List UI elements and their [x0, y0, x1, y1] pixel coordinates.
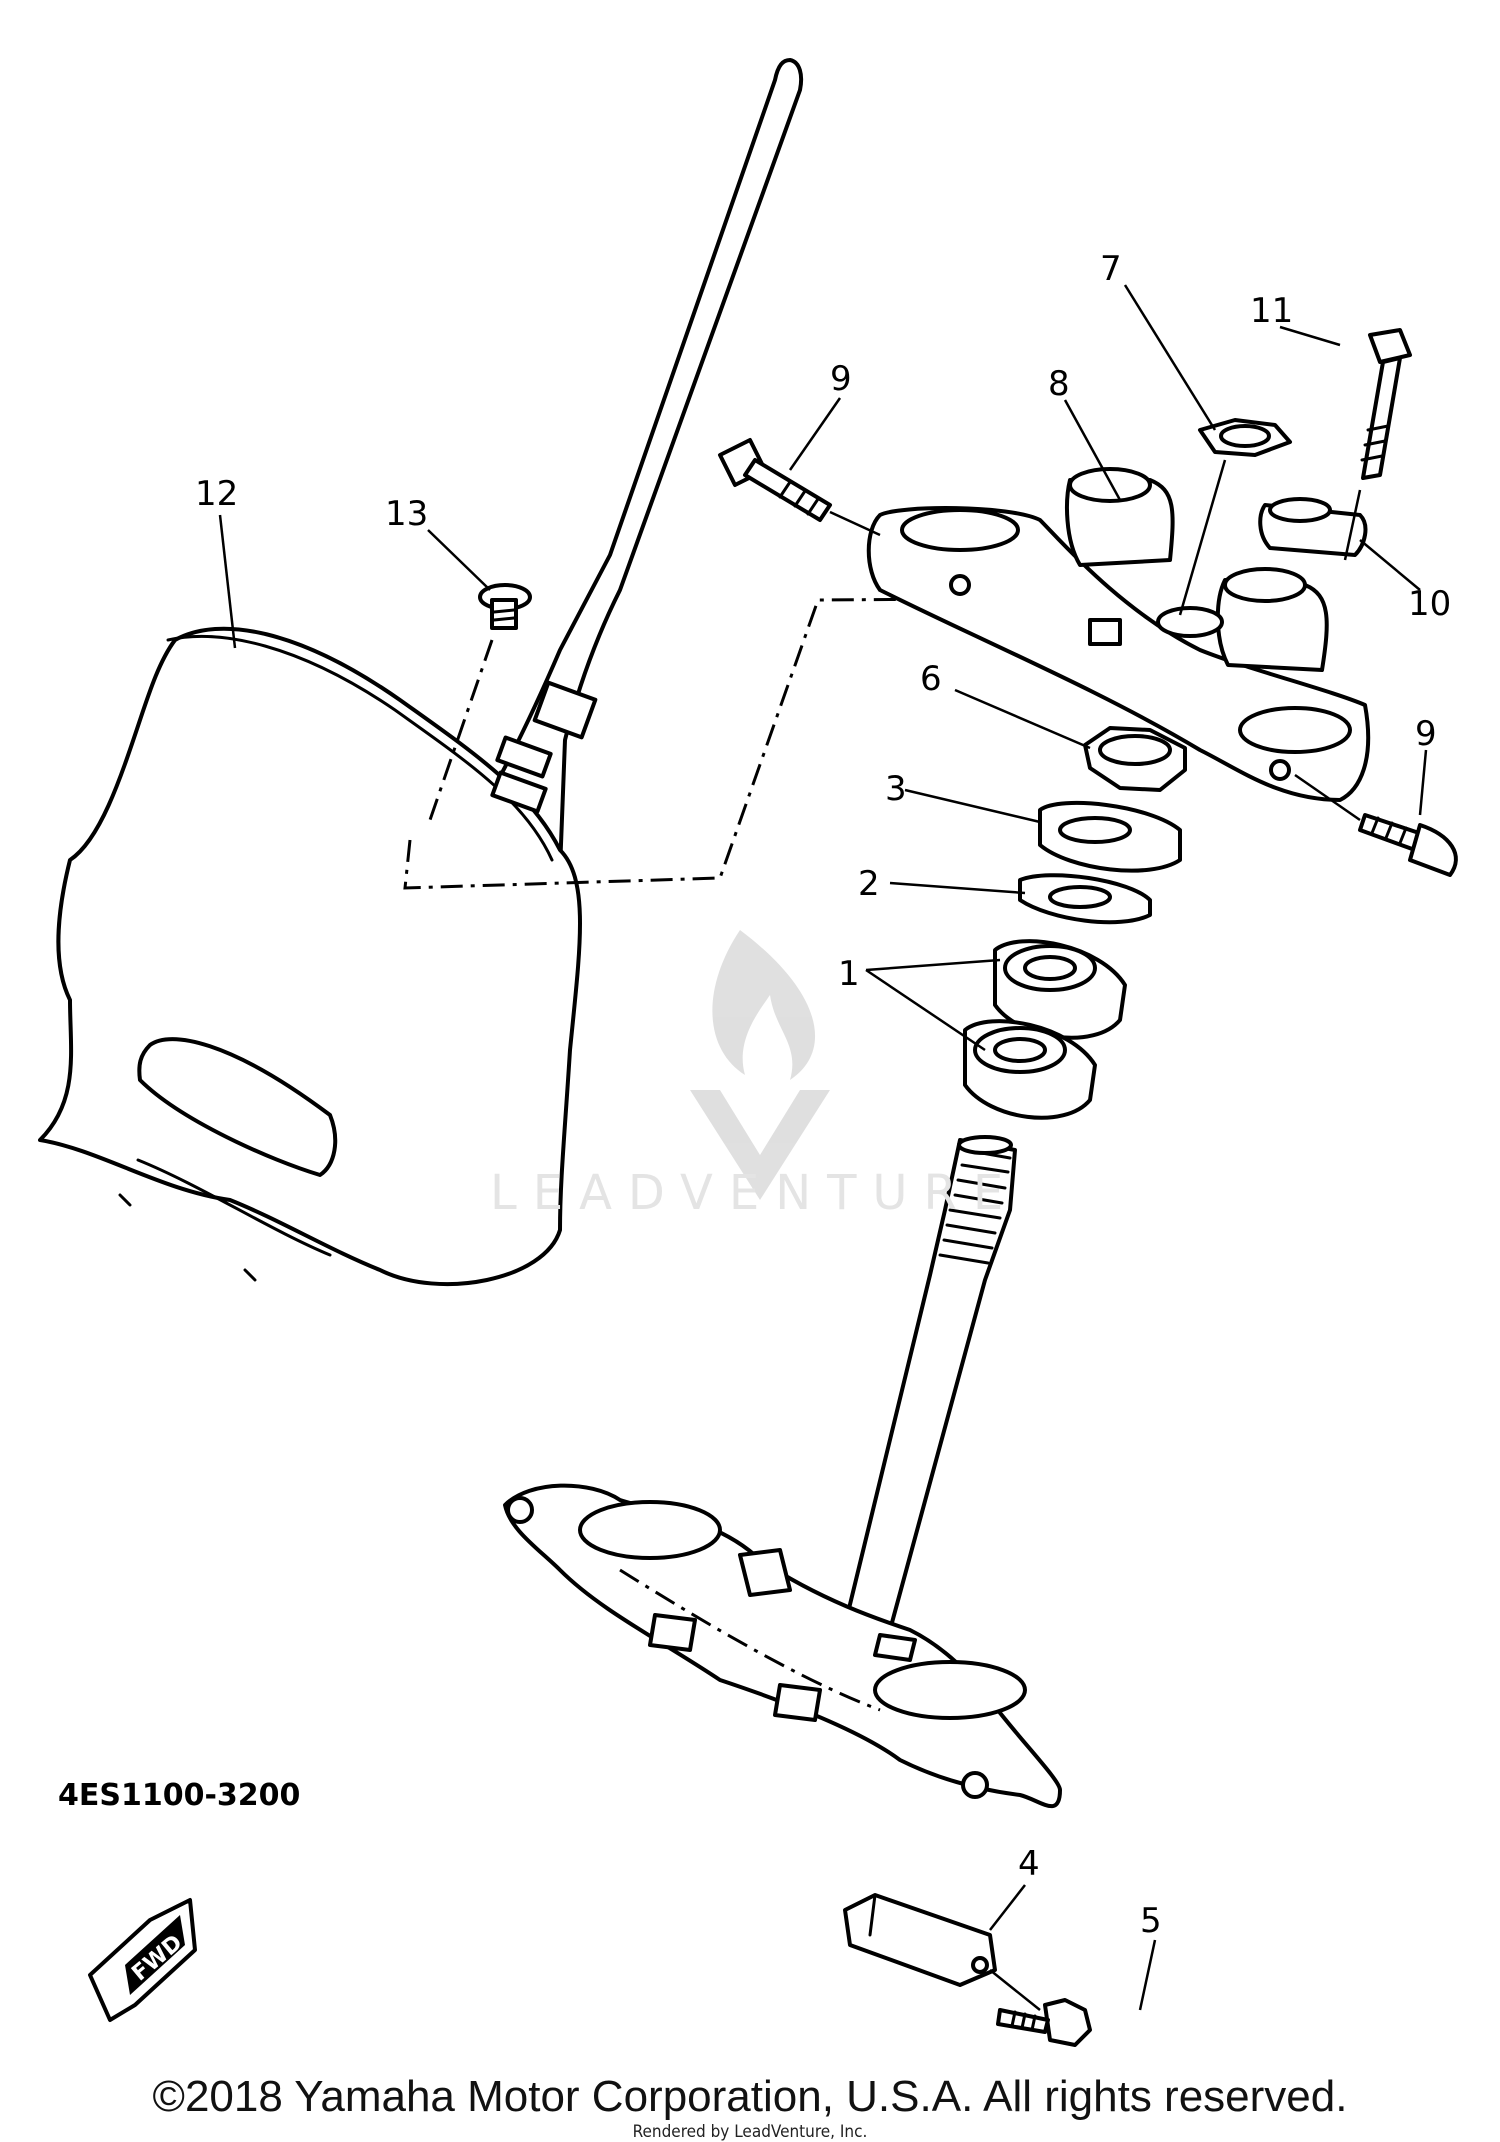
callout-5: 5	[1140, 1901, 1162, 1941]
callout-4: 4	[1018, 1844, 1040, 1884]
clamp-cap-10	[1258, 497, 1368, 557]
assembly-leader-plate	[403, 596, 1106, 890]
watermark-text: LEADVENTURE	[490, 1165, 1020, 1221]
callout-9-right: 9	[1415, 714, 1437, 754]
assembly-leader-bolt13	[428, 639, 494, 821]
watermark-logo	[690, 930, 830, 1200]
copyright-notice: ©2018 Yamaha Motor Corporation, U.S.A. A…	[152, 2072, 1348, 2121]
seal-2	[1018, 873, 1152, 925]
nut-7	[1178, 418, 1292, 616]
cable-guide-4	[843, 1893, 997, 1987]
callout-11: 11	[1250, 291, 1293, 331]
upper-triple-clamp	[866, 467, 1371, 802]
fwd-arrow-icon: FWD	[88, 1898, 197, 2022]
callout-7: 7	[1100, 249, 1122, 289]
rendered-by-credit: Rendered by LeadVenture, Inc.	[632, 2122, 868, 2142]
bolt-11	[1343, 328, 1412, 561]
bearing-1-lower	[963, 1019, 1097, 1120]
callout-leaders	[218, 284, 1428, 2011]
nut-6	[1083, 726, 1187, 792]
callout-9-left: 9	[830, 359, 852, 399]
callout-13: 13	[385, 494, 428, 534]
screw-5	[989, 1969, 1092, 2047]
drawing-number: 4ES1100-3200	[58, 1778, 301, 1813]
washer-3	[1038, 800, 1182, 873]
callout-1: 1	[838, 954, 860, 994]
callout-8: 8	[1048, 364, 1070, 404]
callout-12: 12	[195, 474, 238, 514]
callout-3: 3	[885, 769, 907, 809]
bolt-13	[478, 583, 532, 630]
bearing-1-upper	[993, 939, 1127, 1040]
bolt-9-right	[1294, 773, 1458, 877]
lower-bracket	[503, 1483, 1062, 1809]
callout-6: 6	[920, 659, 942, 699]
bolt-9-left	[718, 438, 881, 537]
callout-10: 10	[1408, 584, 1451, 624]
callout-2: 2	[858, 864, 880, 904]
number-plate	[38, 58, 804, 1287]
